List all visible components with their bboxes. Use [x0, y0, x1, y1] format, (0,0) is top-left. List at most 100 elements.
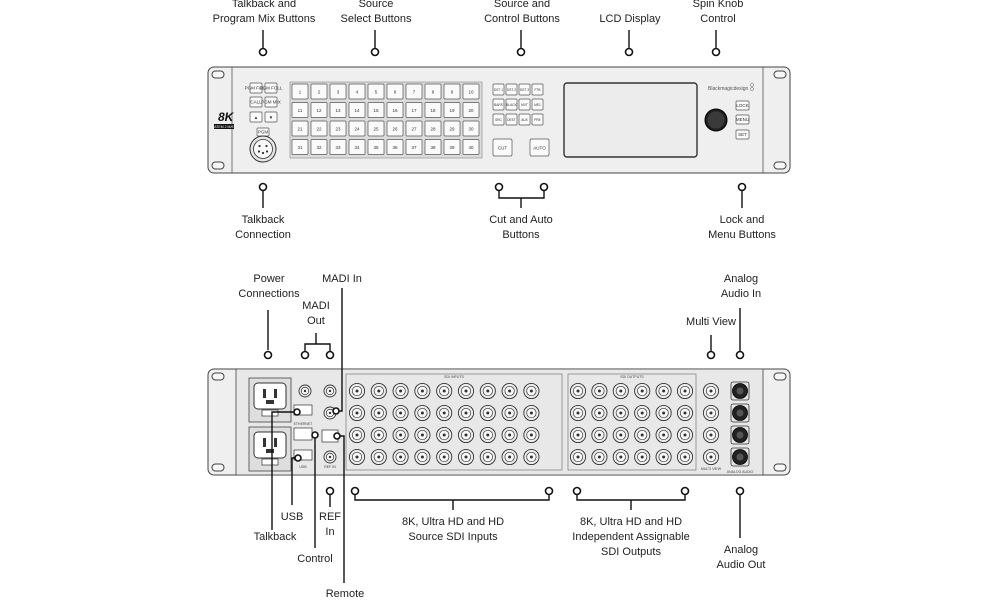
control-key[interactable]	[505, 83, 518, 96]
source-key[interactable]	[329, 139, 347, 155]
source-key[interactable]	[405, 139, 423, 155]
control-key[interactable]	[518, 113, 531, 126]
callout-dot	[325, 486, 335, 496]
source-key[interactable]	[310, 120, 328, 137]
source-key[interactable]	[310, 102, 328, 118]
source-key[interactable]	[348, 120, 366, 137]
source-key[interactable]	[443, 102, 461, 118]
source-key-label: 16	[392, 108, 398, 113]
ethernet-label: ETHERNET	[294, 422, 314, 426]
control-key[interactable]	[531, 98, 544, 111]
program-mix-key[interactable]	[264, 96, 278, 108]
cut-button[interactable]	[492, 138, 513, 157]
lock-button[interactable]	[735, 100, 750, 111]
power-switch[interactable]	[261, 458, 279, 466]
source-key[interactable]	[462, 139, 480, 155]
power-switch[interactable]	[261, 409, 279, 417]
source-key[interactable]	[405, 83, 423, 100]
control-key[interactable]	[492, 83, 505, 96]
volume-up-key[interactable]	[249, 111, 263, 123]
source-key[interactable]	[386, 139, 404, 155]
source-key-label: 19	[449, 108, 455, 113]
source-key[interactable]	[424, 102, 442, 118]
label-control: Control	[297, 553, 333, 565]
talkback-program-keys: PGM FOLL PGM FOLL CALL PGM MIX ▲ ▼	[245, 82, 283, 123]
source-key-label: 37	[411, 145, 417, 150]
lcd-display	[563, 82, 698, 158]
power-inlet[interactable]	[253, 382, 287, 410]
source-key[interactable]	[291, 120, 309, 137]
source-key[interactable]	[329, 120, 347, 137]
multiview-label: MULTI VIEW	[701, 467, 722, 471]
set-button[interactable]	[735, 129, 750, 140]
source-key[interactable]	[329, 102, 347, 118]
source-key-label: 24	[354, 127, 360, 132]
label-multi-view: Multi View	[686, 316, 736, 328]
source-key[interactable]	[462, 102, 480, 118]
source-key[interactable]	[310, 139, 328, 155]
talkback-key[interactable]	[249, 82, 263, 94]
source-key[interactable]	[443, 139, 461, 155]
source-key[interactable]	[367, 102, 385, 118]
talkback-key-label: ▼	[269, 115, 273, 120]
source-key[interactable]	[329, 83, 347, 100]
source-key[interactable]	[348, 83, 366, 100]
source-key[interactable]	[424, 139, 442, 155]
power-connectors	[248, 377, 292, 472]
source-key[interactable]	[424, 83, 442, 100]
source-key[interactable]	[348, 102, 366, 118]
source-key[interactable]	[367, 139, 385, 155]
control-key-label: FTB	[534, 88, 540, 92]
source-key-label: 7	[413, 90, 416, 95]
source-key[interactable]	[367, 120, 385, 137]
control-key[interactable]	[505, 98, 518, 111]
power-inlet[interactable]	[253, 431, 287, 459]
source-key[interactable]	[386, 83, 404, 100]
control-key[interactable]	[505, 113, 518, 126]
model-badge: 8K	[218, 110, 235, 124]
source-key[interactable]	[443, 83, 461, 100]
control-key[interactable]	[518, 98, 531, 111]
source-key[interactable]	[405, 102, 423, 118]
callout-dot	[333, 432, 341, 440]
callout-dot	[544, 486, 554, 496]
analog-audio-jacks	[730, 381, 750, 467]
source-key-label: 33	[335, 145, 341, 150]
control-key[interactable]	[531, 113, 544, 126]
source-key[interactable]	[462, 83, 480, 100]
source-key-label: 10	[468, 90, 474, 95]
usb-port[interactable]	[293, 449, 313, 461]
source-key[interactable]	[310, 83, 328, 100]
volume-down-key[interactable]	[264, 111, 278, 123]
source-key[interactable]	[291, 102, 309, 118]
control-key[interactable]	[492, 113, 505, 126]
source-key-label: 28	[430, 127, 436, 132]
control-key[interactable]	[518, 83, 531, 96]
source-key[interactable]	[386, 120, 404, 137]
talkback-key[interactable]	[264, 82, 278, 94]
source-key[interactable]	[462, 120, 480, 137]
source-key[interactable]	[424, 120, 442, 137]
callout-dot	[737, 182, 747, 192]
source-key[interactable]	[386, 102, 404, 118]
source-key[interactable]	[367, 83, 385, 100]
callout-dot	[539, 182, 549, 192]
source-key-label: 3	[337, 90, 340, 95]
source-key[interactable]	[443, 120, 461, 137]
set-button-label: SET	[738, 132, 747, 137]
brand-logo: Blackmagicdesign	[708, 86, 749, 92]
talkback-key-label: PGM FOLL	[260, 86, 283, 91]
source-key[interactable]	[405, 120, 423, 137]
talkback-key[interactable]	[249, 96, 263, 108]
auto-button[interactable]	[529, 138, 550, 157]
control-key[interactable]	[531, 83, 544, 96]
menu-button[interactable]	[735, 114, 750, 125]
source-key[interactable]	[291, 139, 309, 155]
ethernet-port[interactable]	[293, 427, 313, 441]
rack-hole	[773, 463, 787, 472]
control-key[interactable]	[492, 98, 505, 111]
source-key[interactable]	[291, 83, 309, 100]
source-key[interactable]	[348, 139, 366, 155]
